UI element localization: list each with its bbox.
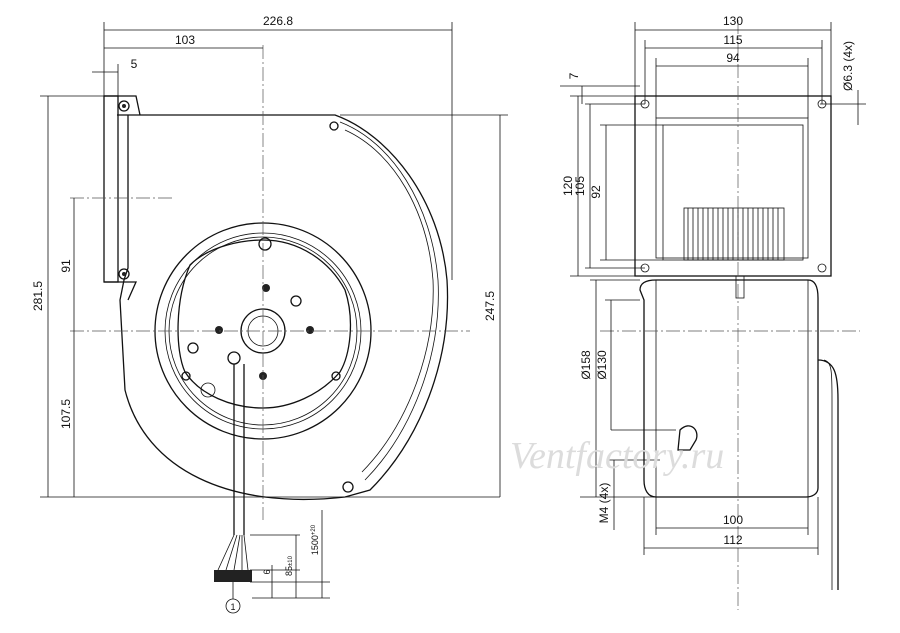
dim-inner-height: 92 — [589, 185, 603, 199]
dim-strip-length: 85 — [284, 566, 294, 576]
flange-hole-bottom — [118, 268, 130, 280]
wire-ends — [214, 570, 252, 582]
plate-screw-right — [306, 326, 314, 334]
dim-inlet-offset: 103 — [175, 33, 195, 47]
cable-wires — [217, 534, 249, 571]
dim-hole-spacing-height: 105 — [573, 176, 587, 196]
plate-screw-left — [215, 326, 223, 334]
dim-hole-spacing-width: 115 — [723, 33, 742, 47]
dim-height-right: 247.5 — [483, 291, 497, 321]
front-view: 1 226.8 103 5 281.5 91 107. — [31, 14, 508, 614]
dim-overall-width: 226.8 — [263, 14, 293, 28]
dim-lower-height: 107.5 — [59, 399, 73, 429]
cable-marker-label: 1 — [230, 602, 235, 612]
side-flange — [634, 95, 832, 277]
plate-screw-upper — [262, 284, 270, 292]
side-hole-br — [817, 263, 827, 273]
dim-upper-height: 91 — [59, 259, 73, 273]
housing-outline — [117, 114, 449, 501]
dim-overall-height: 281.5 — [31, 281, 45, 311]
impeller-blades — [683, 207, 785, 261]
dim-inner-width: 94 — [726, 51, 740, 65]
dim-motor-total-width: 112 — [723, 533, 742, 547]
housing-inner-scroll — [339, 121, 439, 481]
flange-ears — [104, 95, 141, 301]
motor-plate — [177, 239, 352, 409]
plate-screw-top — [258, 237, 272, 251]
plate-capacitor — [200, 382, 216, 398]
plate-boss — [290, 295, 302, 307]
cable-gland — [227, 351, 241, 365]
flange-hole-top — [118, 100, 130, 112]
side-bracket — [735, 275, 745, 299]
plate-ground-screw — [187, 342, 199, 354]
side-flange-inner — [655, 117, 809, 259]
dim-strip-tol: ±10 — [288, 555, 294, 566]
side-housing — [639, 279, 819, 498]
dim-total-width: 130 — [723, 14, 743, 28]
dim-mount-thread: M4 (4x) — [597, 483, 611, 524]
dim-hole-diameter: Ø6.3 (4x) — [841, 41, 855, 91]
svg-text:1500+20: 1500+20 — [310, 524, 320, 555]
dim-housing-diameter: Ø158 — [579, 350, 593, 380]
cable-marker: 1 — [225, 582, 241, 614]
side-view: 130 115 94 Ø6.3 (4x) 7 120 — [560, 14, 866, 610]
watermark: Ventfactory.ru — [510, 435, 724, 477]
dim-cable-length: 1500 — [310, 535, 320, 555]
housing-screw-bottom — [342, 481, 354, 493]
dim-flange-offset: 5 — [131, 57, 138, 71]
dim-total-height: 120 — [561, 176, 575, 196]
left-flange — [103, 95, 119, 283]
svg-text:85±10: 85±10 — [284, 555, 294, 576]
dim-motor-width: 100 — [723, 513, 743, 527]
housing-screw-top — [329, 121, 339, 131]
cable — [233, 364, 245, 535]
housing-inner-scroll-2 — [344, 129, 434, 473]
dim-flange-thickness: 7 — [567, 72, 581, 79]
dim-cable-end: 6 — [262, 569, 272, 574]
dim-cable-tol: +20 — [311, 524, 317, 535]
side-cable — [817, 359, 839, 590]
side-gland — [677, 425, 698, 451]
dim-inner-diameter: Ø130 — [595, 350, 609, 380]
